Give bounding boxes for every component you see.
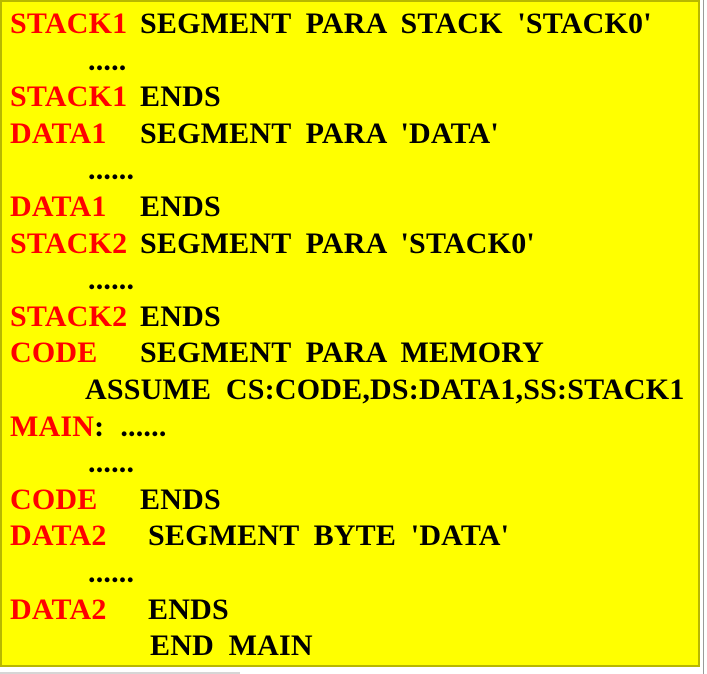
segment-label: DATA2 (10, 519, 107, 553)
right-edge-line (703, 0, 704, 674)
code-line: ...... (10, 152, 698, 189)
segment-label: DATA1 (10, 116, 107, 150)
code-text: SEGMENT PARA 'DATA' (140, 116, 499, 150)
code-line: STACK2 ENDS (10, 299, 698, 336)
segment-label: CODE (10, 482, 98, 516)
code-text: ASSUME CS:CODE,DS:DATA1,SS:STACK1 (85, 372, 685, 406)
segment-label: STACK1 (10, 7, 128, 40)
code-text: ENDS (140, 482, 221, 516)
code-text: SEGMENT BYTE 'DATA' (148, 519, 510, 553)
code-text: ENDS (148, 592, 229, 626)
code-text: ENDS (140, 189, 221, 223)
code-text: SEGMENT PARA 'STACK0' (140, 226, 535, 260)
code-line: STACK2 SEGMENT PARA 'STACK0' (10, 226, 698, 263)
code-line: DATA2 SEGMENT BYTE 'DATA' (10, 518, 698, 555)
code-text: SEGMENT PARA STACK 'STACK0' (140, 7, 652, 40)
code-text: ...... (88, 153, 135, 187)
code-text: ...... (88, 263, 135, 297)
code-text: : (94, 409, 105, 443)
code-line: ...... (10, 555, 698, 592)
bottom-shadow-line (0, 672, 240, 674)
code-line: STACK1 ENDS (10, 79, 698, 116)
code-line: ...... (10, 262, 698, 299)
code-text: ...... (120, 409, 167, 443)
code-line: ...... (10, 445, 698, 482)
code-text: ..... (88, 43, 127, 77)
code-line: DATA1 ENDS (10, 189, 698, 226)
code-line: STACK1 SEGMENT PARA STACK 'STACK0' (10, 6, 698, 43)
segment-label: CODE (10, 336, 98, 370)
code-text: ...... (88, 555, 135, 589)
code-line: CODE ENDS (10, 482, 698, 519)
segment-label: STACK2 (10, 226, 128, 260)
code-text: ENDS (140, 299, 221, 333)
code-text: ENDS (140, 80, 221, 114)
segment-label: DATA1 (10, 189, 107, 223)
code-line: ASSUME CS:CODE,DS:DATA1,SS:STACK1 (10, 372, 698, 409)
segment-label: DATA2 (10, 592, 107, 626)
code-line: ..... (10, 43, 698, 80)
code-line: MAIN:...... (10, 409, 698, 446)
segment-label: STACK2 (10, 299, 128, 333)
segment-label: MAIN (10, 409, 95, 443)
code-line: CODE SEGMENT PARA MEMORY (10, 335, 698, 372)
code-text: ...... (88, 446, 135, 480)
segment-label: STACK1 (10, 80, 128, 114)
code-line: DATA1 SEGMENT PARA 'DATA' (10, 116, 698, 153)
code-text: SEGMENT PARA MEMORY (140, 336, 544, 370)
code-text: END MAIN (150, 629, 313, 663)
code-line: END MAIN (10, 628, 698, 665)
code-line: DATA2 ENDS (10, 592, 698, 629)
